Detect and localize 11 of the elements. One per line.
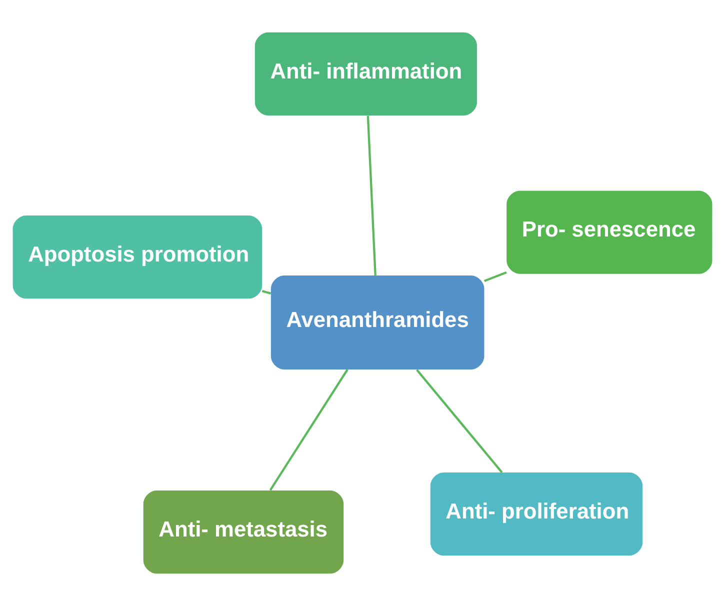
connector [416, 368, 503, 473]
node-box: Pro- senescence [506, 190, 712, 274]
connector [366, 115, 376, 275]
node-box: Anti- inflammation [254, 32, 477, 115]
connector [484, 270, 507, 282]
node-box: Anti- metastasis [143, 490, 344, 574]
node-box: Apoptosis promotion [12, 215, 262, 298]
connector [269, 368, 348, 490]
connector [262, 290, 272, 294]
node-box: Avenanthramides [270, 274, 484, 369]
node-box: Anti- proliferation [430, 472, 643, 556]
